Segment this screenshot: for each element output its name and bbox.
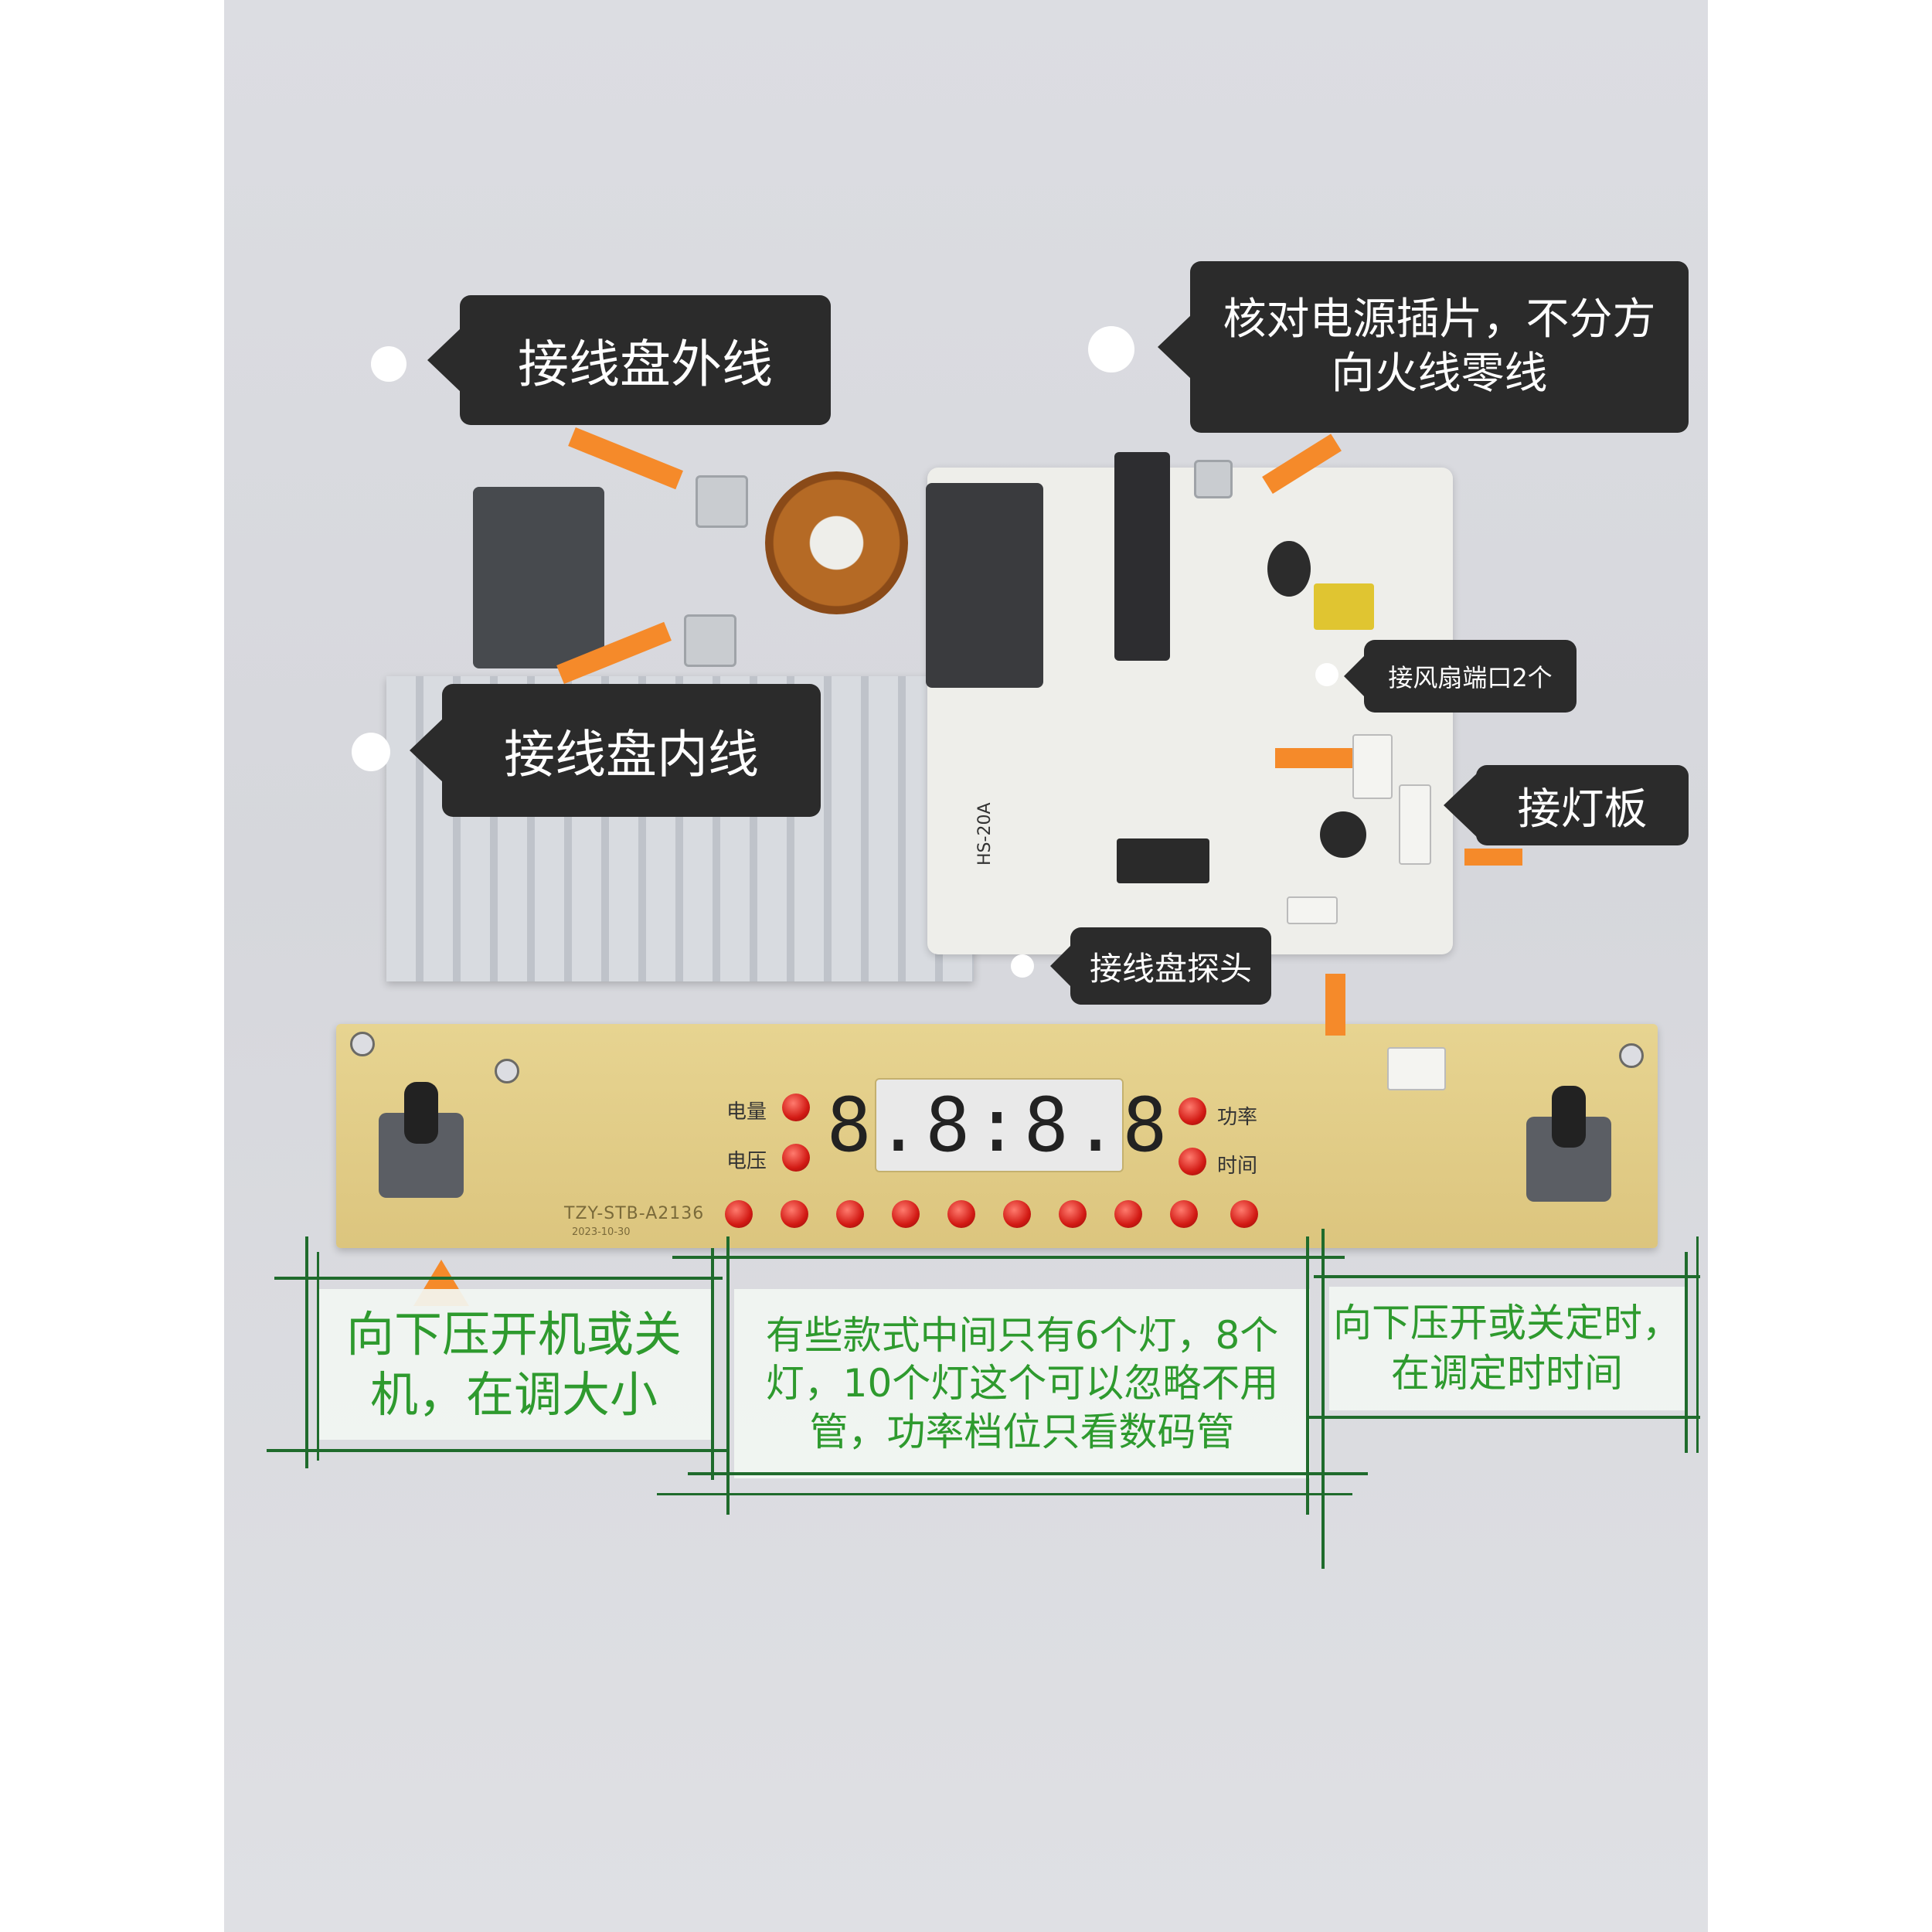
callout-fan-port: 接风扇端口2个: [1364, 640, 1577, 713]
frame-line: [1685, 1252, 1688, 1453]
callout-coil-probe: 接线盘探头: [1070, 927, 1271, 1005]
indicator-led: [782, 1144, 810, 1172]
frame-line: [726, 1236, 730, 1515]
outer-coil-terminal: [696, 475, 748, 528]
callout-light-board: 接灯板: [1476, 765, 1689, 845]
power-rotary-knob: [379, 1082, 464, 1198]
callout-power-tabs-text: 核对电源插片，不分方向火线零线: [1223, 294, 1656, 399]
note-middle-lights-text: 有些款式中间只有6个灯，8个灯，10个灯这个可以忽略不用管，功率档位只看数码管: [765, 1312, 1279, 1454]
marker-dot-icon: [1088, 326, 1134, 372]
note-middle-lights: 有些款式中间只有6个灯，8个灯，10个灯这个可以忽略不用管，功率档位只看数码管: [734, 1289, 1310, 1478]
timer-rotary-knob: [1526, 1086, 1611, 1202]
callout-outer-coil: 接线盘外线: [460, 295, 831, 425]
indicator-led: [892, 1200, 920, 1228]
indicator-led: [1230, 1200, 1258, 1228]
frame-line: [657, 1493, 1352, 1495]
control-ic: [1117, 838, 1209, 883]
frame-line: [274, 1277, 723, 1280]
probe-cable-connector: [1387, 1047, 1446, 1090]
label-power: 功率: [1217, 1106, 1258, 1129]
display-digits: 8.8:8.8: [826, 1082, 1172, 1168]
callout-fan-port-text: 接风扇端口2个: [1388, 663, 1553, 692]
marker-dot-icon: [371, 346, 406, 382]
indicator-led: [1179, 1097, 1206, 1125]
indicator-led: [1059, 1200, 1087, 1228]
label-voltage: 电压: [726, 1150, 767, 1173]
frame-line: [317, 1252, 319, 1461]
frame-line: [267, 1449, 726, 1452]
callout-outer-coil-text: 接线盘外线: [518, 335, 773, 394]
main-board-model: HS-20A: [975, 802, 995, 866]
mount-hole-icon: [1619, 1043, 1644, 1068]
arrow-to-probe-icon: [1325, 974, 1345, 1036]
frame-line: [1321, 1229, 1325, 1569]
callout-light-board-text: 接灯板: [1517, 784, 1648, 835]
arrow-to-light-board-icon: [1464, 849, 1522, 866]
power-tab-terminal: [1194, 460, 1233, 498]
frame-line: [711, 1248, 714, 1480]
frame-line: [305, 1236, 308, 1468]
inner-coil-terminal: [684, 614, 736, 667]
indicator-led: [725, 1200, 753, 1228]
marker-dot-icon: [1315, 663, 1338, 686]
seven-segment-display: 8.8:8.8: [827, 1078, 1167, 1172]
callout-inner-coil-text: 接线盘内线: [504, 725, 759, 784]
buzzer: [1320, 811, 1366, 858]
marker-dot-icon: [1011, 954, 1034, 978]
note-left-knob: 向下压开机或关机，在调大小: [317, 1289, 711, 1440]
frame-line: [1306, 1416, 1700, 1419]
frame-line: [672, 1256, 1345, 1259]
fan-connector: [1352, 734, 1393, 799]
mount-hole-icon: [495, 1059, 519, 1083]
callout-coil-probe-text: 接线盘探头: [1089, 949, 1252, 988]
frame-line: [688, 1472, 1368, 1475]
label-time: 时间: [1217, 1155, 1258, 1178]
electrolytic-capacitor: [1267, 541, 1311, 597]
frame-line: [1696, 1236, 1699, 1453]
board-model-silkscreen: TZY-STB-A2136: [564, 1204, 705, 1223]
indicator-led: [947, 1200, 975, 1228]
frame-line: [1306, 1236, 1309, 1515]
callout-power-tabs: 核对电源插片，不分方向火线零线: [1190, 261, 1689, 433]
probe-connector: [1287, 896, 1338, 924]
indicator-led: [1170, 1200, 1198, 1228]
mount-hole-icon: [350, 1032, 375, 1056]
indicator-led: [1114, 1200, 1142, 1228]
indicator-led: [1003, 1200, 1031, 1228]
marker-dot-icon: [352, 733, 390, 771]
indicator-led: [781, 1200, 808, 1228]
light-board-connector: [1399, 784, 1431, 865]
label-quantity: 电量: [726, 1100, 767, 1124]
transformer: [1314, 583, 1374, 630]
relay: [926, 483, 1043, 688]
indicator-led: [836, 1200, 864, 1228]
toroid-inductor: [765, 471, 908, 614]
filter-capacitor: [473, 487, 604, 668]
frame-line: [1314, 1275, 1700, 1278]
arrow-to-fan-port-icon: [1275, 748, 1352, 768]
note-right-knob-text: 向下压开或关定时，在调定时时间: [1333, 1301, 1681, 1396]
note-left-knob-text: 向下压开机或关机，在调大小: [345, 1306, 682, 1423]
indicator-led: [782, 1094, 810, 1121]
board-date-silkscreen: 2023-10-30: [572, 1226, 631, 1238]
callout-inner-coil: 接线盘内线: [442, 684, 821, 817]
note-right-knob: 向下压开或关定时，在调定时时间: [1329, 1287, 1685, 1410]
indicator-led: [1179, 1148, 1206, 1175]
bridge-rectifier: [1114, 452, 1170, 661]
